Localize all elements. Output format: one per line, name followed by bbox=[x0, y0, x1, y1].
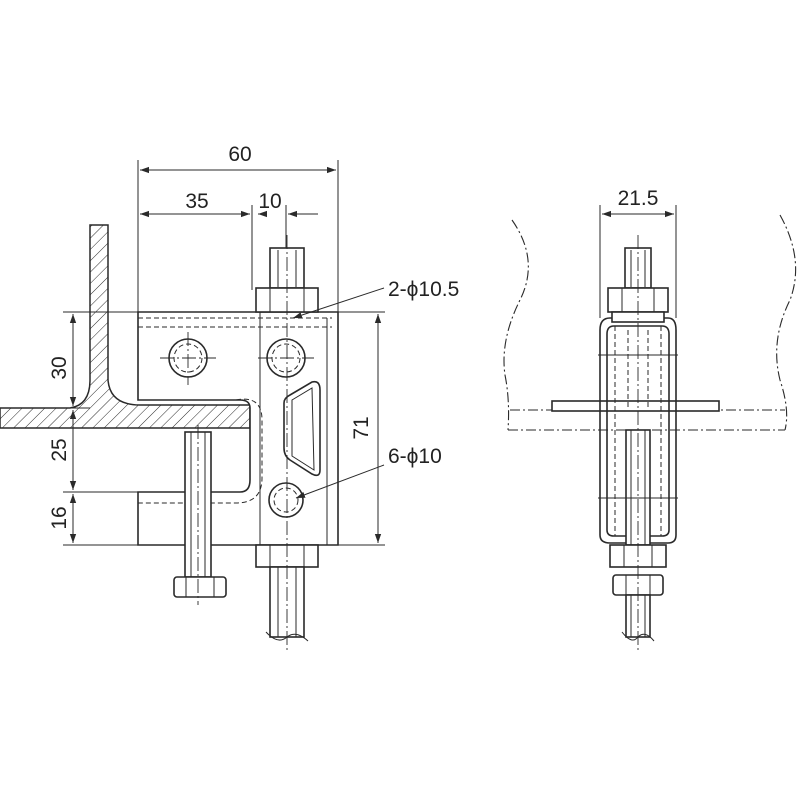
dim-left-width: 35 bbox=[185, 190, 208, 213]
dim-overall-width: 60 bbox=[228, 143, 251, 166]
dimension-lines bbox=[69, 166, 382, 543]
side-rod bbox=[625, 594, 651, 638]
front-view: 60 35 10 30 25 16 71 2-ϕ10.5 6-ϕ10 bbox=[0, 143, 459, 650]
label-upper-holes: 2-ϕ10.5 bbox=[388, 278, 459, 301]
slot-window bbox=[283, 380, 321, 477]
side-channel-inner bbox=[606, 325, 670, 537]
label-lower-holes: 6-ϕ10 bbox=[388, 445, 442, 468]
dim-slot-width: 10 bbox=[258, 190, 281, 213]
dim-lower-height: 16 bbox=[48, 506, 71, 529]
dim-total-height: 71 bbox=[350, 416, 373, 439]
dim-upper-height: 30 bbox=[48, 356, 71, 379]
beam-break-left bbox=[503, 219, 529, 431]
side-view: 21.5 bbox=[503, 187, 797, 650]
hanging-bolt bbox=[255, 235, 319, 650]
upper-hole-right bbox=[258, 338, 314, 378]
leader-lower-hole bbox=[295, 464, 385, 499]
dim-middle-height: 25 bbox=[48, 438, 71, 461]
side-channel-body bbox=[599, 317, 677, 544]
leader-upper-hole bbox=[292, 287, 385, 319]
slot-window-inner bbox=[291, 387, 315, 471]
upper-hole-left bbox=[160, 332, 216, 385]
side-flange-plate bbox=[551, 400, 720, 412]
beam-break-right bbox=[776, 214, 797, 431]
lower-hole bbox=[268, 482, 304, 518]
extension-lines bbox=[63, 160, 385, 546]
dim-side-width: 21.5 bbox=[618, 187, 659, 210]
clamping-bolt bbox=[173, 425, 227, 605]
